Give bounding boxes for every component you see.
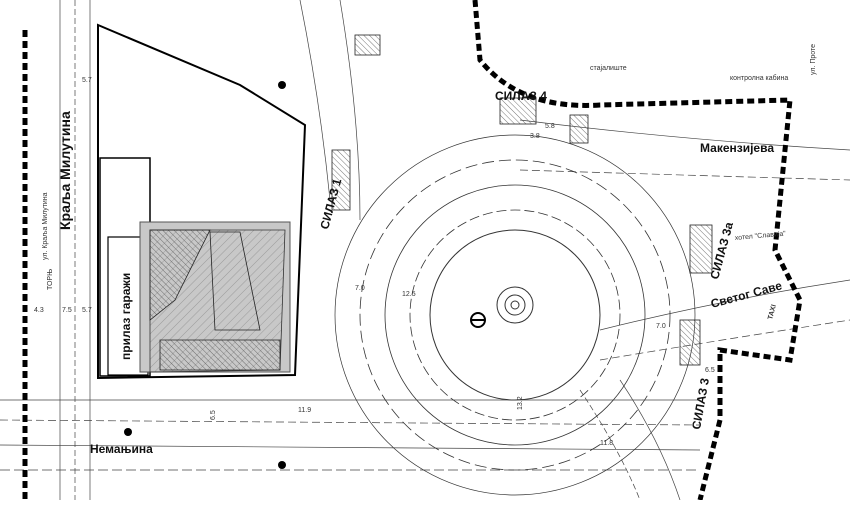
dimension-value: 12.5 [402, 291, 416, 298]
compass-north-icon [470, 312, 486, 328]
manhole-marker-icon [124, 428, 132, 436]
dimension-value: 11.9 [298, 407, 311, 414]
roundabout [334, 134, 696, 496]
exit-label-3: СИЛАЗ 3 [689, 377, 712, 431]
dimension-value: 5.7 [82, 307, 92, 314]
vertical-label: ТОРЊ [47, 269, 54, 290]
dimension-value: 7.0 [656, 323, 666, 330]
street-label-makenzijeva: Макензијева [700, 141, 774, 155]
regulation-boundary [22, 0, 803, 501]
dimension-labels: 12.5 7.0 7.0 6.5 5.7 5.7 7.5 4.3 3.8 5.8… [34, 77, 715, 447]
street-label-prote: ул. Проте [810, 44, 817, 75]
dimension-value: 7.5 [62, 307, 72, 314]
manhole-marker-icon [278, 461, 286, 469]
dimension-value: 13.2 [517, 396, 524, 410]
dimension-value: 4.3 [34, 307, 44, 314]
dimension-value: 6.5 [705, 367, 715, 374]
dimension-value: 6.5 [210, 410, 217, 420]
building-footprint [139, 221, 291, 373]
street-label-kralja-milutina: Краља Милутина [57, 111, 73, 230]
dimension-value: 3.8 [530, 133, 540, 140]
small-note-cabin: контролна кабина [730, 74, 788, 82]
street-label-nemanjina: Немањина [90, 442, 153, 456]
dimension-value: 5.7 [82, 77, 92, 84]
dimension-value: 7.0 [355, 285, 365, 292]
exit-structures [331, 34, 713, 366]
taxi-label: TAXI [767, 304, 778, 321]
manhole-marker-icon [278, 81, 286, 89]
street-label-kralja-milutina-small: ул. Краља Милутина [42, 192, 49, 260]
manhole-markers [124, 81, 286, 469]
small-note-kiosk: стајалиште [590, 65, 627, 72]
dimension-value: 5.8 [545, 123, 555, 130]
hotel-label: хотел "Славија" [735, 231, 787, 242]
exit-label-4: СИЛАЗ 4 [495, 89, 547, 103]
garage-access-label: прилаз гаражи [119, 273, 133, 360]
dimension-value: 11.8 [600, 440, 613, 447]
